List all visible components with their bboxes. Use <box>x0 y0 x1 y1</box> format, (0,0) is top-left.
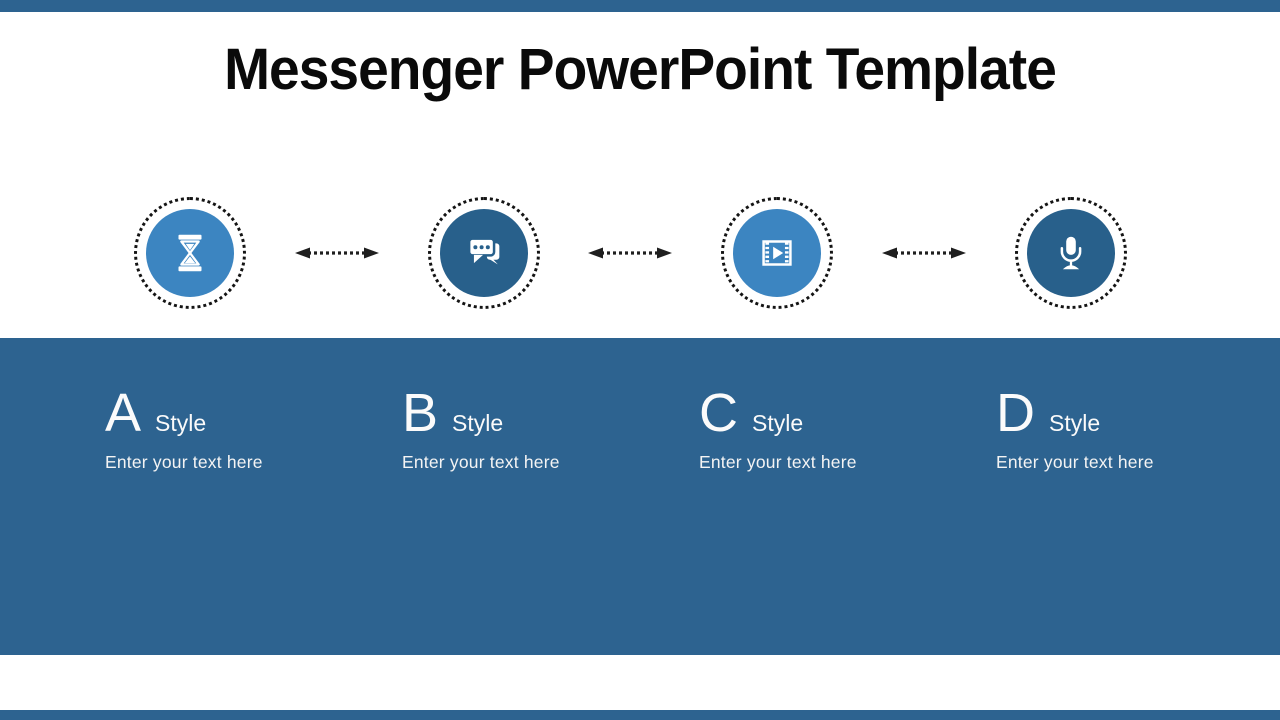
text-placeholder[interactable]: Enter your text here <box>402 452 560 472</box>
content-section: A Style Enter your text here B Style Ent… <box>0 338 1280 655</box>
column-label: Style <box>752 410 804 436</box>
video-circle <box>733 209 821 297</box>
column-label: Style <box>1049 410 1101 436</box>
process-step-4[interactable] <box>1015 197 1127 309</box>
text-placeholder[interactable]: Enter your text here <box>699 452 857 472</box>
bottom-accent-bar <box>0 710 1280 720</box>
column-letter: C <box>699 383 738 443</box>
text-placeholder[interactable]: Enter your text here <box>105 452 263 472</box>
column-heading: D Style <box>996 386 1266 440</box>
microphone-icon <box>1060 236 1082 270</box>
style-column-d[interactable]: D Style Enter your text here <box>996 386 1266 473</box>
column-letter: D <box>996 383 1035 443</box>
column-heading: C Style <box>699 386 969 440</box>
style-column-b[interactable]: B Style Enter your text here <box>402 386 672 473</box>
text-placeholder[interactable]: Enter your text here <box>996 452 1154 472</box>
column-letter: B <box>402 383 439 443</box>
video-film-icon <box>762 240 792 266</box>
column-label: Style <box>452 410 504 436</box>
top-accent-bar <box>0 0 1280 12</box>
process-step-1[interactable] <box>134 197 246 309</box>
connector-arrow <box>588 247 672 259</box>
process-step-3[interactable] <box>721 197 833 309</box>
chat-circle <box>440 209 528 297</box>
connector-arrow <box>882 247 966 259</box>
microphone-circle <box>1027 209 1115 297</box>
column-heading: B Style <box>402 386 672 440</box>
style-column-c[interactable]: C Style Enter your text here <box>699 386 969 473</box>
hourglass-circle <box>146 209 234 297</box>
slide-title[interactable]: Messenger PowerPoint Template <box>224 37 1057 102</box>
connector-arrow <box>295 247 379 259</box>
column-label: Style <box>155 410 207 436</box>
column-heading: A Style <box>105 386 375 440</box>
process-step-2[interactable] <box>428 197 540 309</box>
style-column-a[interactable]: A Style Enter your text here <box>105 386 375 473</box>
column-letter: A <box>105 383 142 443</box>
chat-bubbles-icon <box>467 237 500 265</box>
hourglass-icon <box>178 234 202 272</box>
